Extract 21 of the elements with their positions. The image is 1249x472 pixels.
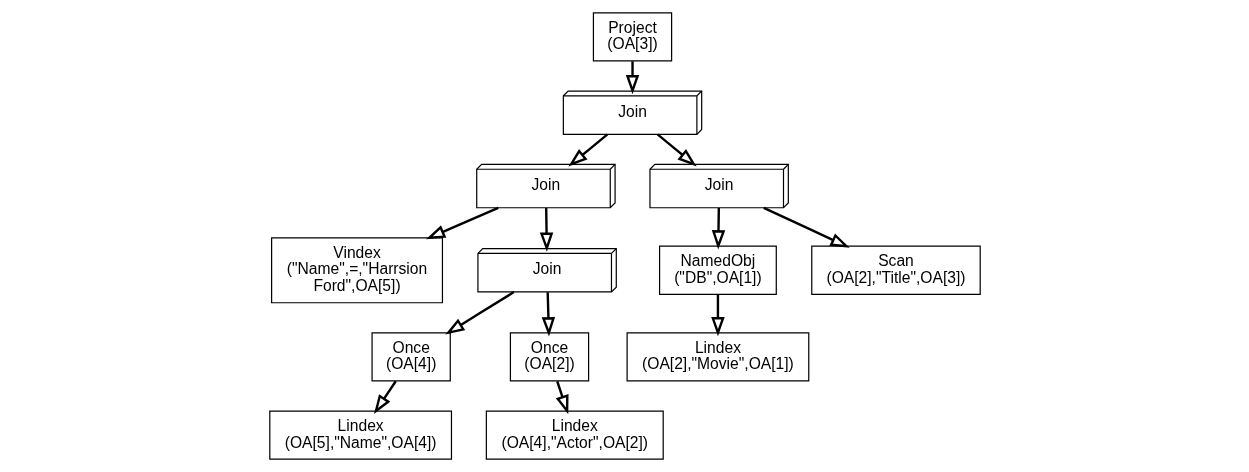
arrow — [539, 207, 553, 252]
arrow — [567, 133, 608, 167]
arrow — [625, 61, 639, 95]
arrow — [555, 380, 569, 415]
arrow — [425, 206, 499, 240]
arrow — [656, 133, 697, 167]
node-box: NamedObj ("DB",OA[1]) — [658, 245, 777, 295]
node-box: Lindex (OA[2],"Movie",OA[1]) — [626, 332, 809, 382]
node-box: Vindex ("Name",=,"Harrsion Ford",OA[5]) — [270, 237, 443, 304]
node-box: Once (OA[4]) — [370, 332, 451, 382]
node-box: Once (OA[2]) — [509, 332, 589, 382]
node-box: Project (OA[3]) — [592, 12, 672, 62]
arrow — [710, 294, 725, 337]
arrow — [711, 207, 725, 250]
node-box: Lindex (OA[5],"Name",OA[4]) — [268, 410, 452, 460]
arrow — [762, 206, 850, 248]
arrow — [373, 380, 397, 414]
arrow — [444, 291, 514, 335]
node-box: Scan (OA[2],"Title",OA[3]) — [810, 245, 981, 295]
arrow — [541, 292, 555, 337]
node-box: Lindex (OA[4],"Actor",OA[2]) — [485, 410, 664, 460]
